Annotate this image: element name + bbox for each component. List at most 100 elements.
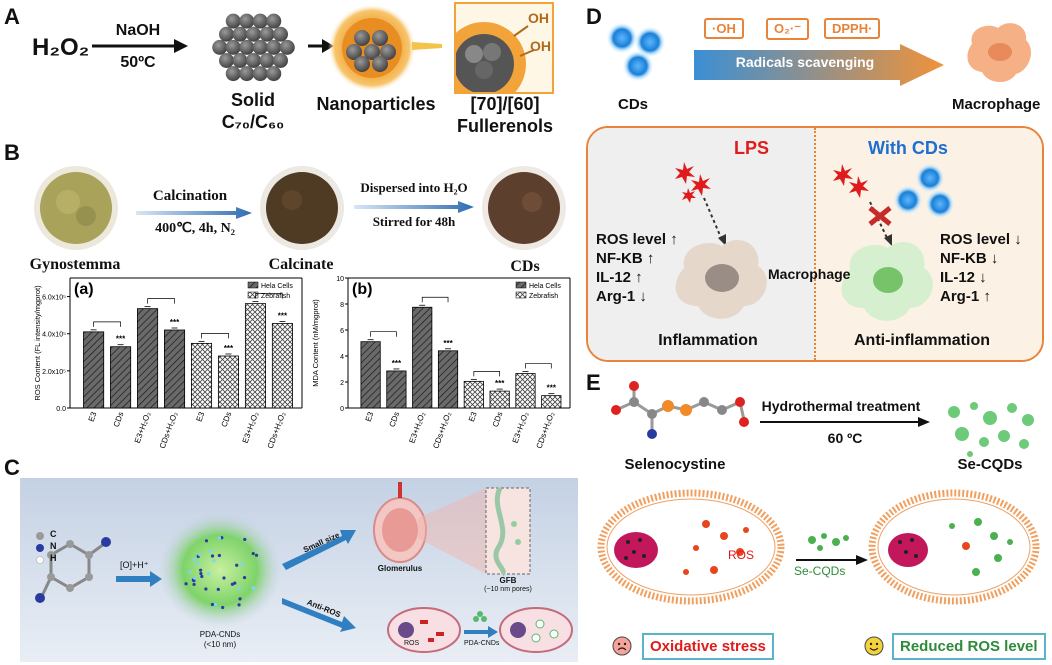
calcination-arrow <box>136 207 252 219</box>
cnd-dot <box>237 603 241 607</box>
oxidation-label: [O]+H⁺ <box>120 560 149 570</box>
gynostemma-label: Gynostemma <box>29 256 121 273</box>
fullerenol-closeup <box>454 2 554 94</box>
dispersion-label: Dispersed into H₂O <box>360 180 468 195</box>
panel-label-b: B <box>4 140 20 165</box>
cnd-dot <box>206 572 211 576</box>
cnd-dot <box>230 582 235 586</box>
panel-label-d: D <box>586 4 602 29</box>
significance-label: *** <box>495 379 505 388</box>
cnd-dot <box>242 575 247 580</box>
legend-label-hela: Hela Cells <box>261 283 293 290</box>
cnd-dot <box>212 559 216 563</box>
legend-label-zebrafish: Zebrafish <box>261 293 290 300</box>
comparison-bracket <box>421 296 449 303</box>
fullerene-ball <box>259 53 275 68</box>
fullerenols-label-1: [70]/[60] <box>470 94 540 114</box>
ros-label-e: ROS <box>728 548 755 562</box>
se-cqd-dot <box>948 406 960 418</box>
y-tick-label: 6 <box>340 328 344 335</box>
cnd-dot <box>192 579 196 583</box>
calcinate-powder-image <box>260 166 344 250</box>
ros-cell-label: ROS <box>404 640 420 647</box>
y-tick-label: 0 <box>340 406 344 413</box>
fullerene-ball <box>246 53 261 68</box>
chart-panel-label: (a) <box>74 281 94 298</box>
bar <box>244 303 266 409</box>
selenocystine-molecule <box>611 381 749 439</box>
reduced-ros-cell <box>868 489 1040 605</box>
reaction-arrow <box>92 39 188 53</box>
bar <box>515 373 536 409</box>
hydrothermal-label: Hydrothermal treatment <box>761 398 921 414</box>
category-label: E3+H₂O₂ <box>407 411 427 445</box>
atom-hydrogen-label: H <box>50 553 57 563</box>
cnd-dot <box>216 587 220 591</box>
fullerene-ball <box>219 26 234 42</box>
se-cqd-dot <box>970 402 978 410</box>
fullerene-ball <box>266 66 282 82</box>
fullerene-ball <box>252 39 268 55</box>
se-cqds-dots <box>948 402 1034 457</box>
bar <box>190 342 213 409</box>
comparison-bracket <box>255 293 283 299</box>
inflammation-label: Inflammation <box>658 332 758 349</box>
category-label: CDs+H₂O₂ <box>535 411 557 450</box>
fullerene-ball <box>266 13 282 29</box>
y-axis-label: ROS Content (FL intensity/mgprot) <box>33 285 42 401</box>
y-tick-label: 6.0x10⁵ <box>42 295 66 302</box>
macrophage-label-top: Macrophage <box>952 96 1041 113</box>
hydrothermal-arrow <box>760 417 930 427</box>
glow-arrow <box>412 42 442 50</box>
reduced-ros-label: Reduced ROS level <box>892 633 1046 660</box>
cnd-dot <box>196 561 200 565</box>
gfb-label: GFB <box>499 576 517 585</box>
inflammation-comparison-box: LPS With CDs ROS level ↑ NF-KB ↑ IL-12 ↑… <box>586 126 1044 362</box>
cds-dots-icon <box>606 22 666 82</box>
oxidative-stress-label: Oxidative stress <box>642 633 774 660</box>
cnd-dot <box>199 571 203 576</box>
significance-label: *** <box>116 335 126 344</box>
macrophage-icon <box>967 23 1031 83</box>
bar <box>110 346 132 409</box>
marker-nfkb-up: NF-KB ↑ <box>596 250 655 267</box>
category-label: E3+H₂O₂ <box>241 411 261 445</box>
fullerene-ball <box>219 53 234 68</box>
bar <box>271 323 293 409</box>
category-label: E3+H₂O₂ <box>511 411 531 445</box>
marker-nfkb-down: NF-KB ↓ <box>940 250 999 267</box>
bar <box>541 395 562 409</box>
arrow-temp-label: 50ºC <box>120 54 156 71</box>
significance-label: *** <box>443 339 453 348</box>
cnd-dot <box>237 586 241 590</box>
y-tick-label: 0.0 <box>56 406 66 413</box>
comparison-bracket <box>525 363 552 369</box>
calcinate-label: Calcinate <box>268 256 334 273</box>
significance-label: *** <box>278 312 288 321</box>
hydroxyl-label-1: OH <box>528 10 549 26</box>
y-tick-label: 8 <box>340 302 344 309</box>
radicals-scavenging-label: Radicals scavenging <box>735 54 875 70</box>
bar <box>412 306 433 409</box>
cnd-dot <box>221 605 225 610</box>
fullerene-ball <box>364 44 380 60</box>
cnd-dot <box>204 539 209 543</box>
fullerene-ball <box>225 13 241 29</box>
category-label: CDs+H₂O₂ <box>431 411 453 450</box>
glomerulus-label: Glomerulus <box>377 564 423 573</box>
category-label: CDs <box>388 411 402 429</box>
fullerene-ball <box>266 39 282 55</box>
category-label: CDs+H₂O₂ <box>266 411 288 450</box>
cnd-dot <box>200 574 204 579</box>
calcination-label: Calcination <box>152 188 228 204</box>
y-tick-label: 4 <box>340 354 344 361</box>
arrow-reagent-label: NaOH <box>115 22 161 39</box>
fullerenols-label-2: Fullerenols <box>456 116 554 136</box>
fullerene-ball <box>246 26 261 42</box>
cnd-dot <box>193 576 197 580</box>
bar <box>137 308 159 409</box>
nanoparticle-icon <box>328 4 416 92</box>
y-tick-label: 2 <box>340 380 344 387</box>
se-cqd-dot <box>967 451 973 457</box>
